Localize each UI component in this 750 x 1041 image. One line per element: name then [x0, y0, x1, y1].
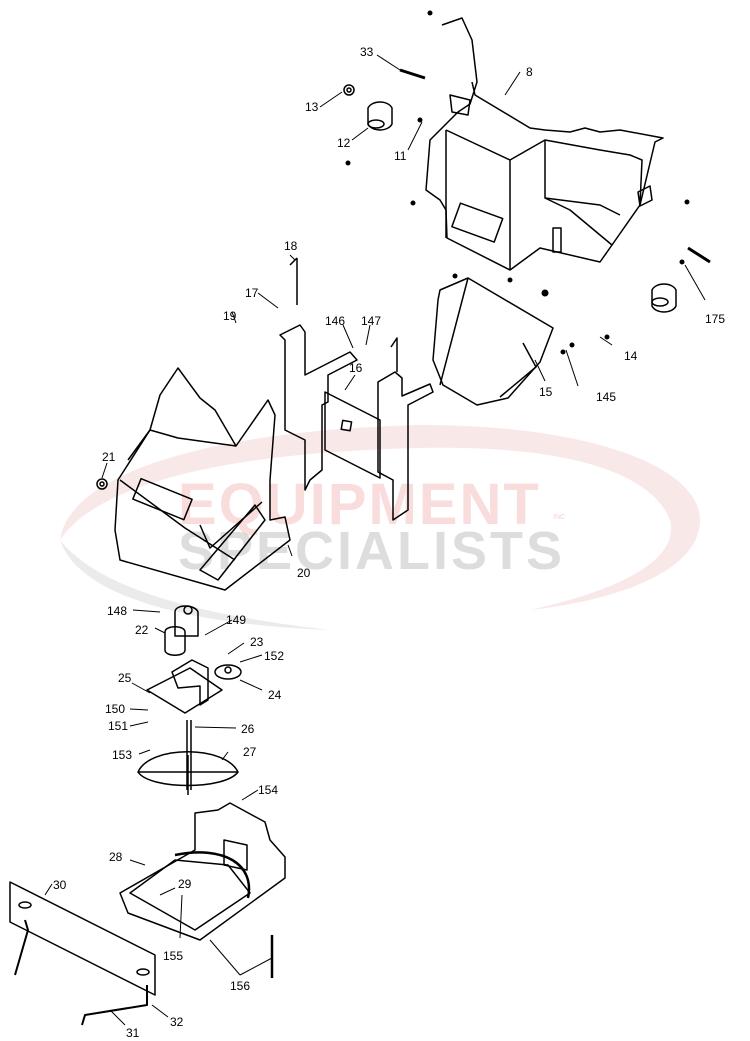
part-16-frame: [279, 257, 434, 521]
callout-33: 33: [360, 45, 374, 59]
callout-151: 151: [108, 719, 129, 733]
callout-31: 31: [126, 1026, 140, 1040]
callout-16: 16: [349, 361, 363, 375]
callout-148: 148: [107, 604, 128, 618]
callout-150: 150: [105, 702, 126, 716]
callout-146: 146: [325, 314, 346, 328]
callout-29: 29: [178, 877, 192, 891]
callout-28: 28: [109, 850, 123, 864]
part-30-bar: [9, 881, 156, 996]
part-12-bushing: [367, 101, 393, 131]
callout-155: 155: [163, 949, 184, 963]
callout-32: 32: [170, 1015, 184, 1029]
callout-18: 18: [284, 239, 298, 253]
part-24-bearing: [214, 664, 242, 680]
part-8-housing: [425, 17, 664, 271]
part-26-shaft: [186, 720, 192, 790]
callout-11: 11: [394, 149, 407, 163]
callout-13: 13: [305, 100, 319, 114]
part-175-bushing: [651, 283, 677, 313]
callout-26: 26: [241, 722, 255, 736]
callout-17: 17: [245, 286, 259, 300]
callout-156: 156: [230, 979, 251, 993]
callout-24: 24: [268, 688, 282, 702]
leader-lines: [44, 54, 706, 1026]
callout-20: 20: [297, 566, 311, 580]
callout-152: 152: [264, 649, 285, 663]
callout-147: 147: [361, 314, 382, 328]
callout-8: 8: [526, 65, 533, 79]
callout-175: 175: [705, 312, 726, 326]
callout-145: 145: [596, 390, 617, 404]
part-21-ring: [96, 478, 108, 490]
part-25-plate: [146, 659, 223, 714]
part-28-pan: [119, 802, 286, 941]
part-27-spinner: [137, 751, 239, 795]
part-22-motor: [164, 605, 199, 656]
callout-22: 22: [135, 623, 149, 637]
callout-19: 19: [223, 309, 237, 323]
watermark-specialists: SPECIALISTS: [178, 521, 566, 581]
callout-149: 149: [226, 613, 247, 627]
callout-153: 153: [112, 748, 133, 762]
part-20-housing: [114, 367, 291, 591]
part-31-rod: [14, 919, 148, 1026]
watermark-inc: INC: [553, 514, 566, 521]
callout-12: 12: [337, 136, 351, 150]
callout-21: 21: [102, 450, 116, 464]
callout-15: 15: [539, 385, 553, 399]
callout-30: 30: [53, 878, 67, 892]
callout-14: 14: [624, 349, 638, 363]
callout-25: 25: [118, 671, 132, 685]
callout-23: 23: [250, 635, 264, 649]
part-15-chute: [432, 277, 554, 406]
hardware: [345, 10, 711, 355]
callout-154: 154: [258, 783, 279, 797]
callout-27: 27: [243, 745, 257, 759]
part-13-washer: [343, 84, 355, 96]
